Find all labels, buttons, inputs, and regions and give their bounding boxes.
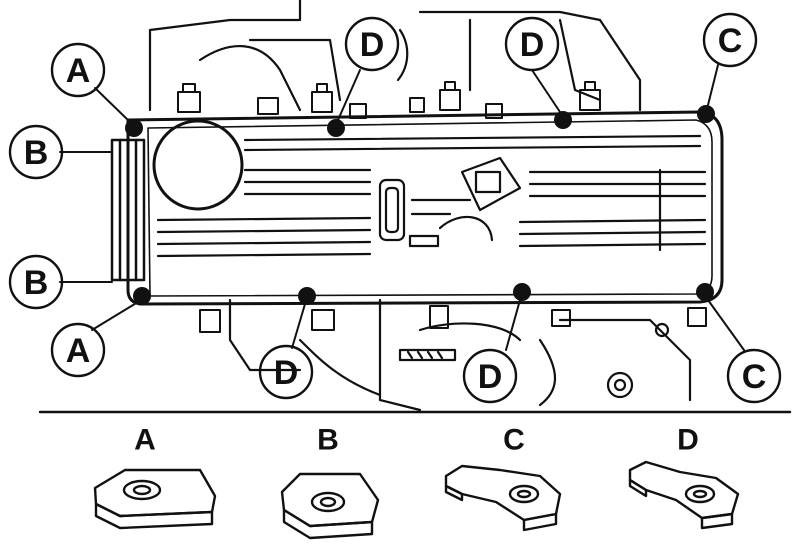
callout-c-bottom: C [726,348,782,404]
svg-text:D: D [520,26,545,64]
svg-text:A: A [134,424,156,457]
svg-text:A: A [66,52,91,90]
svg-text:C: C [503,424,525,457]
dot-c-top [697,105,715,123]
callout-d-top-1: D [344,16,400,72]
dot-d-bottom-1 [298,287,316,305]
leader-lines [59,64,745,351]
part-d-bracket-icon [628,460,740,530]
svg-text:D: D [478,358,503,396]
dot-d-bottom-2 [513,283,531,301]
cover-center-emblem [378,156,522,248]
part-c: C [444,424,562,532]
callout-d-bottom-1: D [258,344,314,400]
svg-text:B: B [24,264,49,302]
dot-d-top-2 [554,111,572,129]
dot-c-bottom [696,283,714,301]
callout-a-top: A [50,42,106,98]
cover-ribs [156,134,707,258]
end-gasket-strip [110,138,146,282]
svg-text:D: D [677,424,699,457]
svg-text:B: B [24,134,49,172]
callout-b-upper: B [8,124,64,180]
svg-text:A: A [66,332,91,370]
valve-cover [126,110,724,306]
oil-filler-cap [152,119,244,211]
dot-d-top-1 [327,119,345,137]
svg-text:C: C [718,22,743,60]
part-a-bracket-icon [93,468,217,530]
part-b: B [280,424,380,540]
part-c-bracket-icon [444,464,562,532]
callout-c-top: C [702,12,758,68]
engine-background [148,0,692,412]
svg-text:C: C [742,358,767,396]
part-b-bracket-icon [280,472,380,540]
callout-b-lower: B [8,254,64,310]
part-a: A [93,424,217,530]
svg-text:D: D [360,26,385,64]
cover-studs [177,81,707,333]
callout-d-bottom-2: D [462,348,518,404]
svg-text:B: B [317,424,339,457]
callout-a-bottom: A [50,322,106,378]
svg-text:D: D [274,354,299,392]
dot-a-top [125,119,143,137]
part-d: D [628,424,740,530]
callout-d-top-2: D [504,16,560,72]
fastener-dots [125,105,715,305]
dot-a-bottom [133,287,151,305]
